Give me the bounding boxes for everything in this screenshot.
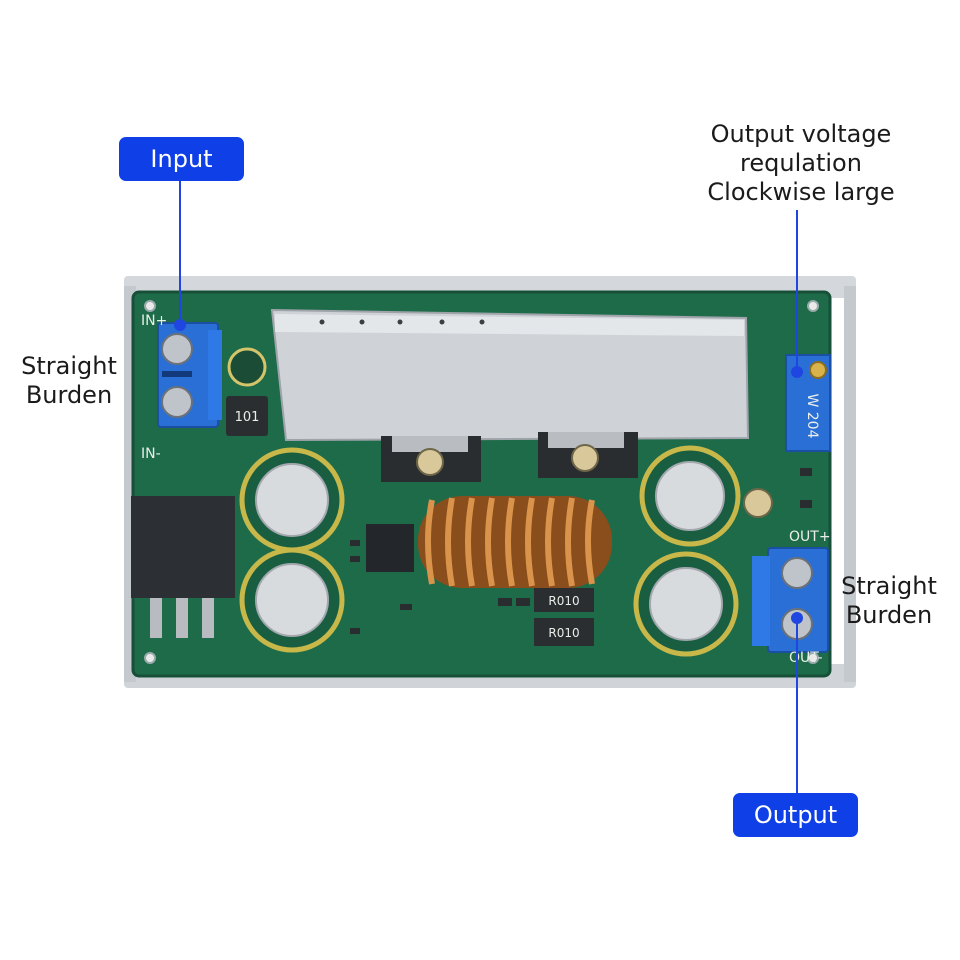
regulator-chip: [131, 496, 235, 638]
shunt-resistors: R010 R010: [534, 588, 594, 646]
output-pointer-dot: [791, 612, 803, 624]
svg-text:R010: R010: [548, 626, 579, 640]
heatsink: [270, 308, 750, 442]
toroid-inductor: [418, 496, 612, 588]
output-label-badge: Output: [733, 793, 858, 837]
output-terminal-block: [752, 547, 829, 653]
inductor-marking: 101: [235, 410, 260, 425]
input-pointer-dot: [174, 319, 186, 331]
regulation-pointer-dot: [791, 366, 803, 378]
svg-text:R010: R010: [548, 594, 579, 608]
input-pointer-line: [179, 181, 181, 324]
regulation-pointer-line: [796, 210, 798, 372]
output-pointer-line: [796, 618, 798, 793]
input-terminal-block: [157, 322, 222, 428]
input-label-badge: Input: [119, 137, 244, 181]
right-terminal-note: Straight Burden: [841, 572, 937, 629]
capacitors: [239, 445, 741, 657]
regulation-note: Output voltage requlation Clockwise larg…: [707, 120, 895, 206]
out-plus-marking: OUT+: [789, 529, 831, 545]
in-plus-marking: IN+: [141, 313, 167, 329]
mosfet-tabs: [381, 432, 638, 482]
small-inductor: 101: [226, 396, 268, 436]
left-terminal-note: Straight Burden: [21, 352, 117, 409]
out-minus-marking: OUT-: [789, 650, 823, 666]
controller-ic: [366, 524, 414, 572]
pot-marking: W 204: [804, 393, 820, 438]
in-minus-marking: IN-: [141, 446, 161, 462]
